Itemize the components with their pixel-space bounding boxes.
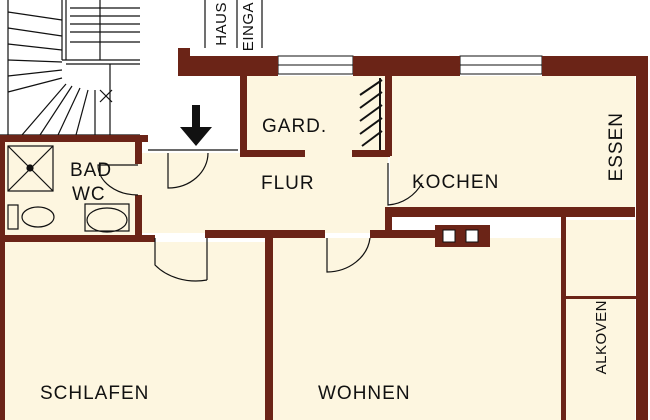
bad-fill bbox=[5, 142, 140, 237]
room-label-bad: BAD bbox=[70, 160, 113, 181]
stove-burners bbox=[442, 229, 479, 243]
entrance-frame bbox=[148, 0, 263, 151]
room-label-kochen: KOCHEN bbox=[412, 172, 500, 193]
room-label-alkoven: ALKOVEN bbox=[593, 300, 610, 375]
flur-fill bbox=[140, 153, 388, 233]
walls bbox=[0, 48, 648, 420]
room-label-essen: ESSEN bbox=[606, 112, 627, 182]
room-label-flur: FLUR bbox=[261, 173, 315, 194]
toilet bbox=[21, 206, 55, 228]
shower-tray bbox=[7, 145, 54, 192]
room-fills bbox=[5, 76, 635, 420]
door-wohnen bbox=[326, 237, 371, 273]
entrance-arrow bbox=[180, 105, 212, 146]
staircase bbox=[0, 0, 140, 136]
door-bad bbox=[97, 164, 139, 196]
wohnen-fill bbox=[273, 238, 563, 420]
door-entrance bbox=[167, 152, 209, 189]
entrance-label-line2: EINGA bbox=[240, 2, 257, 52]
washbasin bbox=[86, 207, 128, 233]
alkoven-fill bbox=[565, 220, 635, 420]
room-label-wohnen: WOHNEN bbox=[318, 383, 411, 404]
wardrobe-hatch bbox=[359, 78, 383, 150]
schlafen-fill bbox=[5, 242, 267, 420]
room-label-schlafen: SCHLAFEN bbox=[40, 383, 150, 404]
room-label-gard: GARD. bbox=[262, 116, 328, 137]
doors bbox=[97, 152, 423, 282]
bathroom-fixtures bbox=[7, 145, 130, 233]
door-schlafen bbox=[154, 238, 208, 282]
entrance-label-line1: HAUS bbox=[213, 2, 230, 46]
door-kochen bbox=[387, 163, 423, 206]
kochen-fill bbox=[390, 76, 635, 214]
room-label-wc: WC bbox=[72, 184, 106, 205]
